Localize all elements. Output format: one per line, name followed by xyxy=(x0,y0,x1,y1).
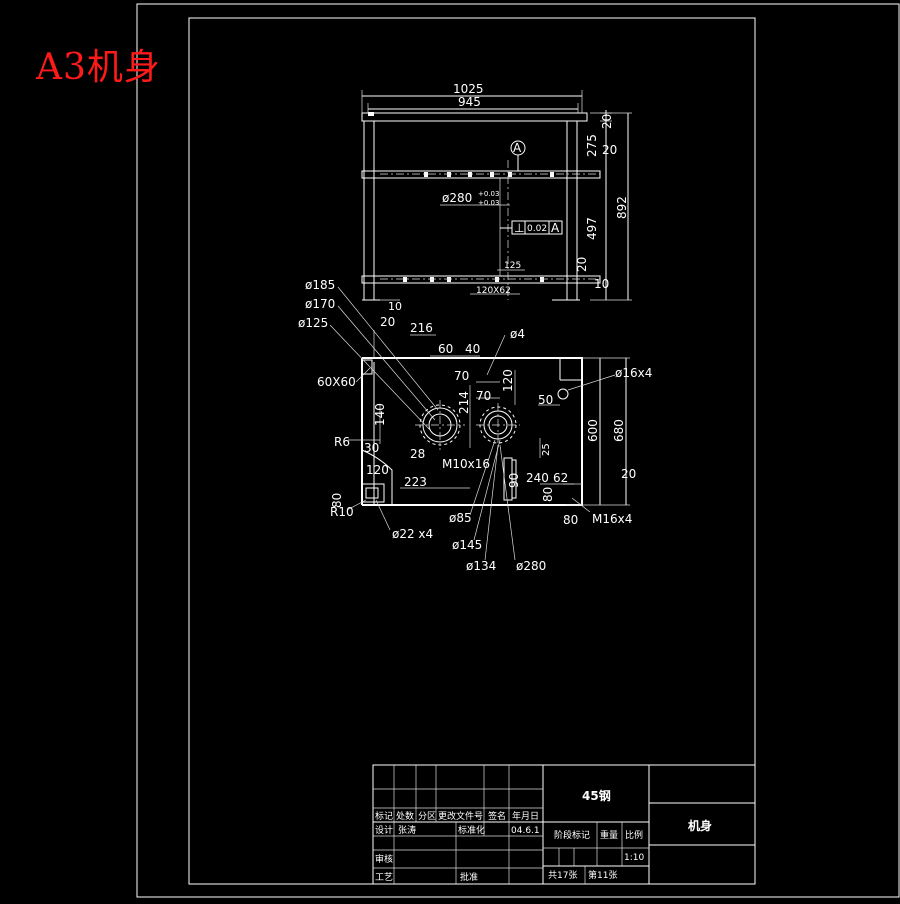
tb-part-name: 机身 xyxy=(688,818,712,833)
tb-design: 设计 xyxy=(375,824,393,836)
tb-weight: 重量 xyxy=(600,829,618,841)
tb-sheets: 共17张 xyxy=(548,870,577,881)
plan-dim-20-right: 20 xyxy=(621,467,636,481)
plan-80-left: 80 xyxy=(330,493,344,508)
plan-dia-280: ø280 xyxy=(516,559,546,573)
plan-dim-680: 680 xyxy=(612,419,626,442)
plan-dim-216: 216 xyxy=(410,321,433,335)
tb-header-zone: 分区 xyxy=(418,811,436,822)
title-block: 45钢 机身 标记 处数 分区 更改文件号 签名 年月日 设计 张涛 标准化 0… xyxy=(372,764,756,885)
front-tol-upper: +0.03 xyxy=(478,190,499,198)
plan-dia-170: ø170 xyxy=(305,297,335,311)
front-dim-20-low: 20 xyxy=(575,257,589,272)
plan-dia-134: ø134 xyxy=(466,559,496,573)
tb-approve: 批准 xyxy=(460,871,478,883)
inner-border xyxy=(188,17,756,885)
front-dim-497: 497 xyxy=(585,217,599,240)
plan-dim-214: 214 xyxy=(457,391,471,414)
tb-stage-mark: 阶段标记 xyxy=(554,829,590,841)
tb-process: 工艺 xyxy=(375,872,393,883)
plan-dim-70b: 70 xyxy=(476,389,491,403)
plan-r10: R10 xyxy=(330,505,354,519)
plan-dim-120-inner: 120 xyxy=(366,463,389,477)
front-dim-20-mid: 20 xyxy=(602,143,617,157)
plan-dim-80-mid: 80 xyxy=(541,487,555,502)
plan-dia-22x4: ø22 x4 xyxy=(392,527,433,541)
plan-dia-145: ø145 xyxy=(452,538,482,552)
outer-border xyxy=(136,3,900,898)
front-dim-892: 892 xyxy=(615,196,629,219)
plan-dim-240: 240 xyxy=(526,471,549,485)
plan-dim-223: 223 xyxy=(404,475,427,489)
front-dim-945: 945 xyxy=(458,95,481,109)
tb-review: 审核 xyxy=(375,853,393,865)
plan-dim-25: 25 xyxy=(541,443,552,456)
tb-header-date: 年月日 xyxy=(512,810,539,822)
datum-a: A xyxy=(513,141,522,155)
front-dim-120x62: 120X62 xyxy=(476,286,511,296)
front-dim-1025: 1025 xyxy=(453,82,484,96)
plan-dia-16x4: ø16x4 xyxy=(615,366,652,380)
tb-scale: 1:10 xyxy=(624,853,644,863)
plan-dim-120-top: 120 xyxy=(501,369,515,392)
plan-view: ø185 ø170 ø125 60X60 R6 80 R10 20 216 60… xyxy=(298,278,652,573)
tb-header-doc: 更改文件号 xyxy=(438,810,483,822)
plan-dia-4: ø4 xyxy=(510,327,525,341)
tb-header-mark: 标记 xyxy=(375,810,393,822)
plan-dim-62: 62 xyxy=(553,471,568,485)
plan-dim-20: 20 xyxy=(380,315,395,329)
plan-m16x4: M16x4 xyxy=(592,512,632,526)
plan-60x60: 60X60 xyxy=(317,375,356,389)
front-bore-dia: ø280 xyxy=(442,191,472,205)
plan-dim-70a: 70 xyxy=(454,369,469,383)
front-tol-lower: +0.03 xyxy=(478,199,499,207)
perp-datum: A xyxy=(551,221,560,235)
plan-dim-60: 60 xyxy=(438,342,453,356)
tb-sheet-no: 第11张 xyxy=(588,869,617,881)
perp-symbol: ⊥ xyxy=(514,221,524,235)
tb-header-count: 处数 xyxy=(396,810,414,822)
front-dim-10-right: 10 xyxy=(594,277,609,291)
plan-r6: R6 xyxy=(334,435,350,449)
plan-dim-90: 90 xyxy=(507,473,521,488)
plan-dim-600: 600 xyxy=(586,419,600,442)
plan-dia-185: ø185 xyxy=(305,278,335,292)
tb-design-date: 04.6.1 xyxy=(511,826,540,836)
plan-m10x16: M10x16 xyxy=(442,457,490,471)
plan-dia-125: ø125 xyxy=(298,316,328,330)
tb-standard: 标准化 xyxy=(458,824,485,836)
plan-dim-80-right: 80 xyxy=(563,513,578,527)
plan-dim-40: 40 xyxy=(465,342,480,356)
front-dim-275: 275 xyxy=(585,134,599,157)
tb-header-sign: 签名 xyxy=(488,810,506,822)
perp-value: 0.02 xyxy=(527,224,547,234)
front-view: 1025 945 20 275 20 892 497 20 10 A xyxy=(361,82,632,313)
front-dim-125: 125 xyxy=(504,261,521,271)
tb-designer: 张涛 xyxy=(398,824,416,836)
sheet-label: A3机身 xyxy=(36,47,161,88)
plan-dim-28: 28 xyxy=(410,447,425,461)
tb-material: 45钢 xyxy=(582,788,611,803)
front-dim-20-top: 20 xyxy=(600,114,614,129)
tb-scale-label: 比例 xyxy=(625,829,643,841)
plan-dim-30: 30 xyxy=(364,441,379,455)
front-dim-10-left: 10 xyxy=(388,300,402,313)
plan-dim-50: 50 xyxy=(538,393,553,407)
plan-dia-85: ø85 xyxy=(449,511,472,525)
plan-dim-140: 140 xyxy=(373,403,387,426)
